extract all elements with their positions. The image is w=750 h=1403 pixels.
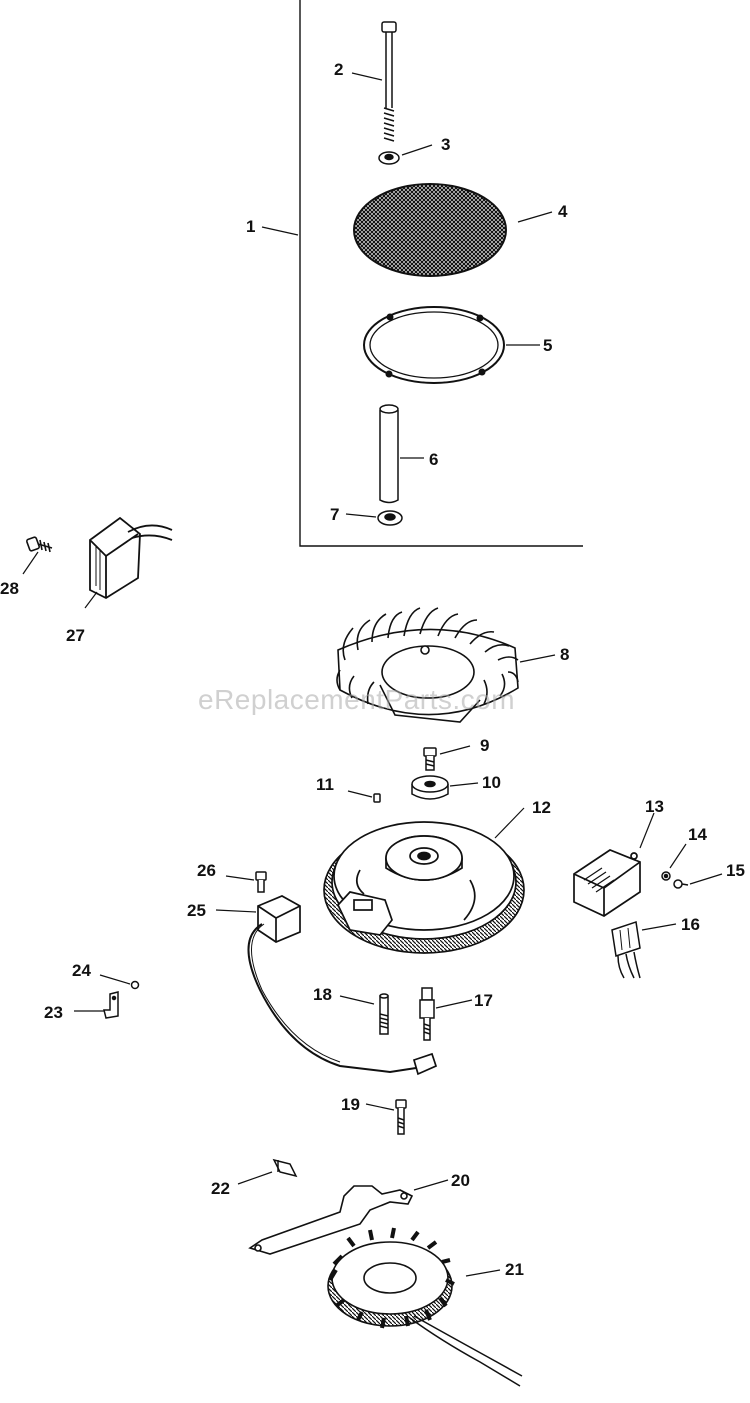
screw-9 [423,747,437,771]
bolt-2 [381,21,397,142]
callout-label-21: 21 [505,1260,524,1279]
callout-label-9: 9 [480,736,490,755]
connector-16 [611,921,641,979]
callout-label-22: 22 [211,1179,230,1198]
bracket-23 [103,991,119,1019]
callout-label-27: 27 [66,626,85,645]
callout-label-2: 2 [334,60,344,79]
module-27 [89,516,173,600]
bracket-20 [248,1185,414,1255]
callout-label-19: 19 [341,1095,360,1114]
spacer-tube-6 [379,404,399,504]
key-11 [373,793,381,803]
screw-26 [255,871,267,893]
kit-bracket-frame [299,0,583,547]
spark-plug-17 [419,987,435,1041]
callout-label-16: 16 [681,915,700,934]
stator-21 [327,1227,523,1387]
retainer-ring-5 [363,306,505,384]
callout-label-4: 4 [558,202,568,221]
watermark: eReplacementParts.com [198,684,516,715]
nut-24 [130,980,140,990]
callout-label-13: 13 [645,797,664,816]
callout-label-11: 11 [316,775,334,794]
rectifier-13 [573,849,641,917]
callout-label-23: 23 [44,1003,63,1022]
callout-label-15: 15 [726,861,745,880]
callout-label-7: 7 [330,505,340,524]
callout-label-24: 24 [72,961,91,980]
washer-3 [378,151,400,165]
screw-15 [673,879,689,889]
clip-22 [272,1158,298,1178]
callout-label-20: 20 [451,1171,470,1190]
washer-10 [411,775,449,800]
callout-label-18: 18 [313,985,332,1004]
callout-label-5: 5 [543,336,553,355]
nut-14 [661,871,671,881]
screw-28 [26,536,53,553]
callout-label-3: 3 [441,135,451,154]
stud-18 [379,993,389,1035]
callout-label-28: 28 [0,579,19,598]
fan-8 [336,607,519,723]
flywheel-12 [323,821,525,954]
leader-lines [22,72,723,1277]
washer-7 [377,510,403,526]
callout-label-26: 26 [197,861,216,880]
callout-label-25: 25 [187,901,206,920]
ignition-module-25 [247,895,438,1076]
callout-label-12: 12 [532,798,551,817]
callout-label-14: 14 [688,825,707,844]
screen-4 [353,183,507,277]
callout-label-10: 10 [482,773,501,792]
callout-label-1: 1 [246,217,256,236]
screw-19 [395,1099,407,1135]
callout-label-8: 8 [560,645,570,664]
callout-label-17: 17 [474,991,493,1010]
callout-label-6: 6 [429,450,439,469]
